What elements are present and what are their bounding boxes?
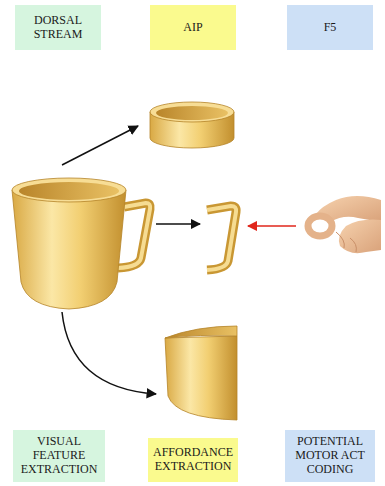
area-label: DORSAL STREAM [15, 5, 101, 50]
area-label: F5 [287, 5, 373, 50]
cup-rim-piece [150, 102, 234, 148]
arrow [62, 126, 138, 165]
hand [308, 196, 381, 253]
cup-body-piece [165, 326, 237, 420]
label-text: AFFORDANCE EXTRACTION [151, 446, 235, 474]
arrow [156, 223, 200, 225]
function-label: VISUAL FEATURE EXTRACTION [13, 430, 105, 482]
label-text: AIP [183, 21, 202, 35]
function-label: AFFORDANCE EXTRACTION [148, 438, 238, 482]
arrow [248, 225, 296, 227]
cup [12, 178, 150, 309]
label-text: POTENTIAL MOTOR ACT CODING [288, 435, 372, 476]
area-label: AIP [150, 5, 236, 50]
cup-handle-piece [207, 206, 236, 270]
arrow [62, 312, 156, 394]
label-text: F5 [324, 21, 337, 35]
function-label: POTENTIAL MOTOR ACT CODING [285, 430, 375, 482]
label-text: VISUAL FEATURE EXTRACTION [16, 435, 102, 476]
label-text: DORSAL STREAM [18, 14, 98, 42]
